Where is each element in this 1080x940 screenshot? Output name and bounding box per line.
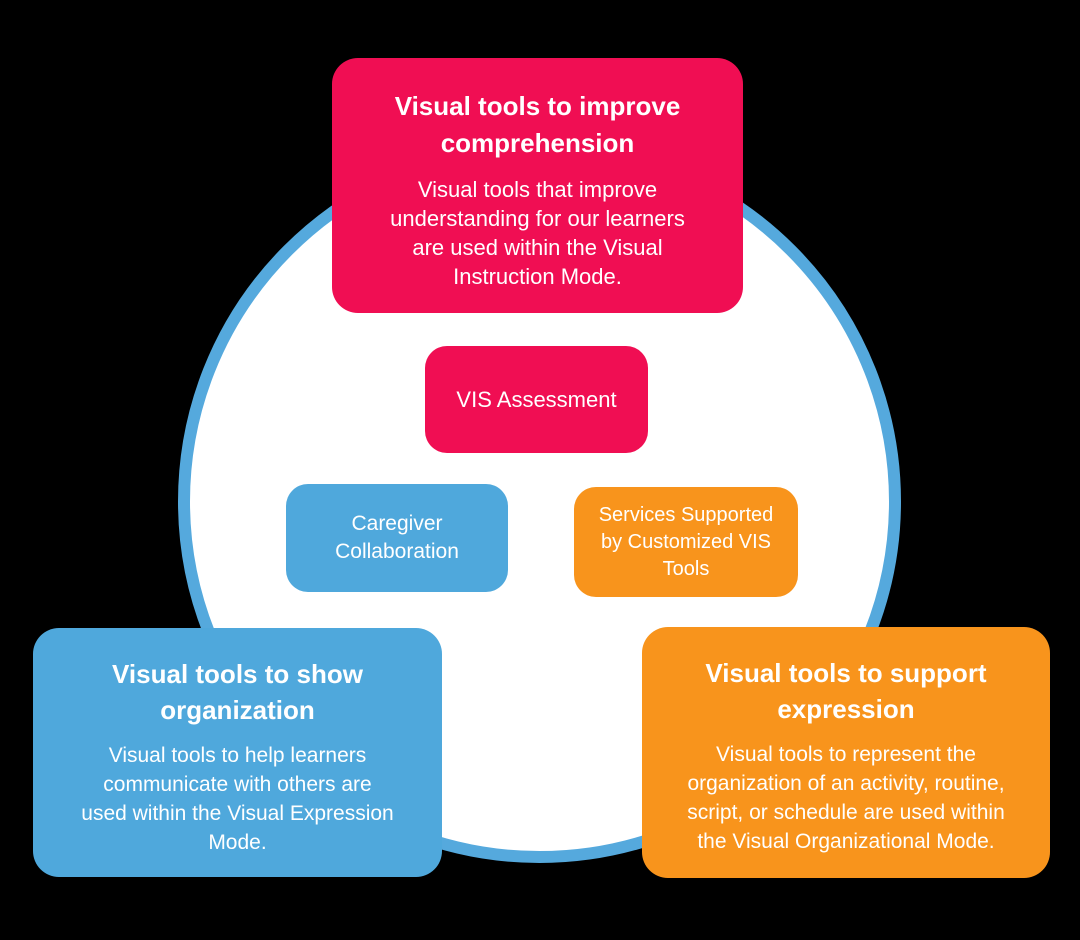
body-line: the Visual Organizational Mode. — [697, 830, 995, 853]
body-line: script, or schedule are used within — [687, 801, 1005, 824]
body-line: Visual tools to represent the — [716, 743, 976, 766]
card-caregiver-collaboration-label-line: Caregiver — [351, 512, 443, 535]
card-services-supported-label-line: by Customized VIS — [600, 530, 772, 553]
body-line: Visual tools that improve — [417, 177, 658, 202]
title-line: expression — [777, 694, 915, 724]
card-improve-comprehension: Visual tools to improve comprehension Vi… — [332, 58, 743, 313]
body-line: are used within the Visual — [412, 235, 663, 260]
body-line: used within the Visual Expression — [81, 802, 394, 825]
body-line: understanding for our learners — [390, 206, 685, 231]
title-line: organization — [160, 695, 315, 725]
card-support-expression-title: Visual tools to support expression — [642, 655, 1050, 727]
card-show-organization-title: Visual tools to show organization — [33, 656, 442, 728]
card-services-supported: Services Supported by Customized VIS Too… — [574, 487, 798, 597]
title-line: Visual tools to show — [112, 659, 363, 689]
card-caregiver-collaboration: Caregiver Collaboration — [286, 484, 508, 592]
body-line: organization of an activity, routine, — [687, 772, 1005, 795]
body-line: communicate with others are — [103, 773, 372, 796]
card-support-expression-body: Visual tools to represent the organizati… — [642, 740, 1050, 856]
title-line: comprehension — [440, 128, 635, 158]
card-show-organization: Visual tools to show organization Visual… — [33, 628, 442, 877]
card-support-expression: Visual tools to support expression Visua… — [642, 627, 1050, 878]
card-improve-comprehension-body: Visual tools that improve understanding … — [332, 175, 743, 291]
title-line: Visual tools to improve — [394, 91, 681, 121]
body-line: Visual tools to help learners — [108, 744, 367, 767]
title-line: Visual tools to support — [705, 658, 987, 688]
card-caregiver-collaboration-label-line: Collaboration — [335, 540, 459, 563]
body-line: Mode. — [208, 831, 267, 854]
card-services-supported-label-line: Tools — [662, 557, 710, 580]
body-line: Instruction Mode. — [453, 264, 622, 289]
card-show-organization-body: Visual tools to help learners communicat… — [33, 741, 442, 857]
card-vis-assessment: VIS Assessment — [425, 346, 648, 453]
card-improve-comprehension-title: Visual tools to improve comprehension — [332, 88, 743, 162]
card-vis-assessment-label: VIS Assessment — [456, 386, 617, 412]
card-services-supported-label-line: Services Supported — [598, 503, 774, 526]
